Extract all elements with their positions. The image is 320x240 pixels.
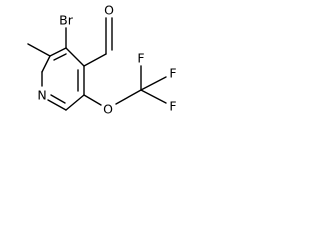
atom-o-ether-label: O xyxy=(103,102,113,117)
bond-c2-c3-double xyxy=(53,53,67,61)
bond-c4-cho xyxy=(83,53,107,67)
bond-c2-c3 xyxy=(49,47,67,57)
bond-cf3-f-bottom xyxy=(140,89,167,104)
molecule-diagram: Br O N O F F F xyxy=(0,0,218,138)
atom-f-right-label: F xyxy=(169,66,176,81)
bond-c3-c4 xyxy=(65,47,85,67)
atom-n-label: N xyxy=(37,88,46,103)
bond-c5-o xyxy=(83,94,102,106)
bond-c2-methyl xyxy=(27,43,51,57)
structure-svg: Br O N O F F F xyxy=(27,3,177,117)
atom-f-bottom-label: F xyxy=(169,99,176,114)
bond-c6-n xyxy=(47,99,67,111)
bond-n-c2 xyxy=(41,55,51,73)
bond-c6-n-double xyxy=(50,94,66,104)
atom-br-label: Br xyxy=(59,13,74,28)
bond-cf3-f-right xyxy=(140,76,167,91)
bond-o-cf3 xyxy=(115,89,142,105)
atom-f-top-label: F xyxy=(137,51,144,66)
bond-c5-c6 xyxy=(65,94,85,111)
atom-o-aldehyde-label: O xyxy=(104,3,114,18)
